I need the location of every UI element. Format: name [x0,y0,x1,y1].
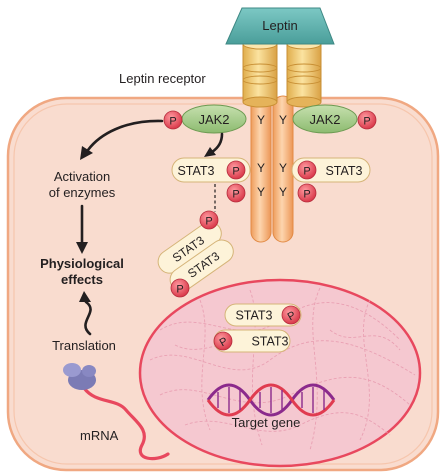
translation-label: Translation [52,338,116,353]
stat3-label: STAT3 [235,309,272,323]
phosphate-group: P [226,160,246,180]
phosphate-group: P [297,183,317,203]
arrowheads [76,146,216,302]
activation-label-line1: Activation [54,169,110,184]
physiological-label-line1: Physiological [40,256,124,271]
tyrosine-label: Y [257,113,265,127]
jak2-left-label: JAK2 [198,112,229,127]
leptin-molecule [225,7,335,45]
mrna-label: mRNA [80,428,119,443]
phosphate-group: P [199,210,219,230]
arrowhead [204,147,216,157]
arrow-to-stat3 [210,132,224,154]
physiological-label-line2: effects [61,272,103,287]
phosphate-group: P [163,110,183,130]
svg-text:P: P [303,189,310,201]
activation-label-line2: of enzymes [49,185,116,200]
receptor-left-extracellular [242,38,278,108]
arrowhead [80,146,93,160]
phosphate-group: P [213,331,233,351]
receptor-right-extracellular [286,38,322,108]
jak2-right [292,104,358,134]
tyrosine-label: Y [279,113,287,127]
leptin-label: Leptin [262,18,297,33]
stat3-dimer: STAT3 STAT3 P P [157,210,234,298]
arrow-to-activation [86,119,164,152]
arrowhead [79,291,91,302]
arrow-translation-to-effects [84,300,92,336]
svg-text:P: P [176,284,183,296]
phosphate-groups: P P P P P P [163,110,377,203]
tyrosine-label: Y [257,185,265,199]
dna-helix [206,383,336,417]
svg-text:P: P [169,116,176,128]
cell-cytoplasm-edge [13,103,433,465]
tyrosine-label: Y [257,161,265,175]
svg-text:P: P [232,189,239,201]
svg-text:P: P [232,166,239,178]
mrna-strand [82,386,170,461]
target-gene-label: Target gene [232,415,301,430]
ribosome [63,363,96,390]
stat3-label: STAT3 [325,164,362,178]
phosphate-group: P [357,110,377,130]
stat3-label: STAT3 [177,164,214,178]
phosphate-group: P [170,278,190,298]
svg-text:P: P [363,116,370,128]
stat3-label: STAT3 [251,335,288,349]
jak2-right-label: JAK2 [309,112,340,127]
leptin-receptor-label: Leptin receptor [119,71,206,86]
arrows [80,119,224,336]
tyrosine-label: Y [279,161,287,175]
arrowhead [76,242,88,254]
tyrosine-label: Y [279,185,287,199]
phosphate-group: P [226,183,246,203]
nucleus [138,278,422,468]
svg-text:P: P [303,166,310,178]
svg-text:P: P [205,216,212,228]
phosphate-group: P [281,305,301,325]
stat3-nuclear-dimer: STAT3 STAT3 P P [213,303,302,353]
phosphate-group: P [297,160,317,180]
